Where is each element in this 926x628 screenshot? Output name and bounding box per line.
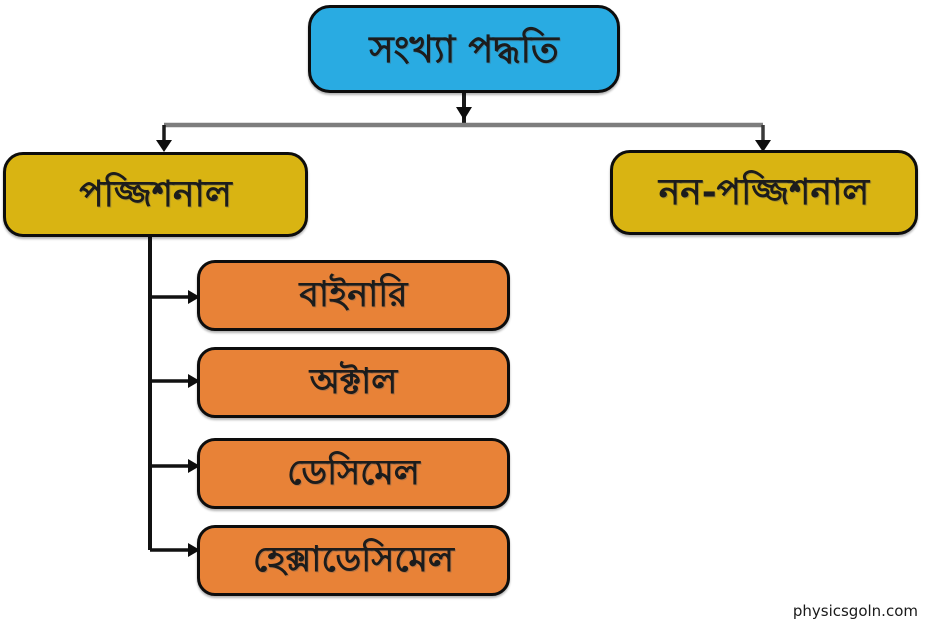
node-positional: পজ্জিশনাল: [3, 152, 308, 237]
node-binary: বাইনারি: [197, 260, 510, 331]
node-hexadecimal: হেক্সাডেসিমেল: [197, 525, 510, 596]
watermark-text: physicsgoln.com: [792, 602, 918, 620]
node-number-system: সংখ্যা পদ্ধতি: [308, 5, 620, 93]
node-non-positional: নন-পজ্জিশনাল: [610, 150, 918, 235]
down-arrow-icon: [456, 107, 472, 120]
root-to-categories-connector: [156, 93, 771, 152]
positional-to-leaves-connector: [148, 237, 200, 557]
node-octal: অক্টাল: [197, 347, 510, 418]
node-decimal: ডেসিমেল: [197, 438, 510, 509]
down-arrow-icon: [156, 140, 172, 152]
